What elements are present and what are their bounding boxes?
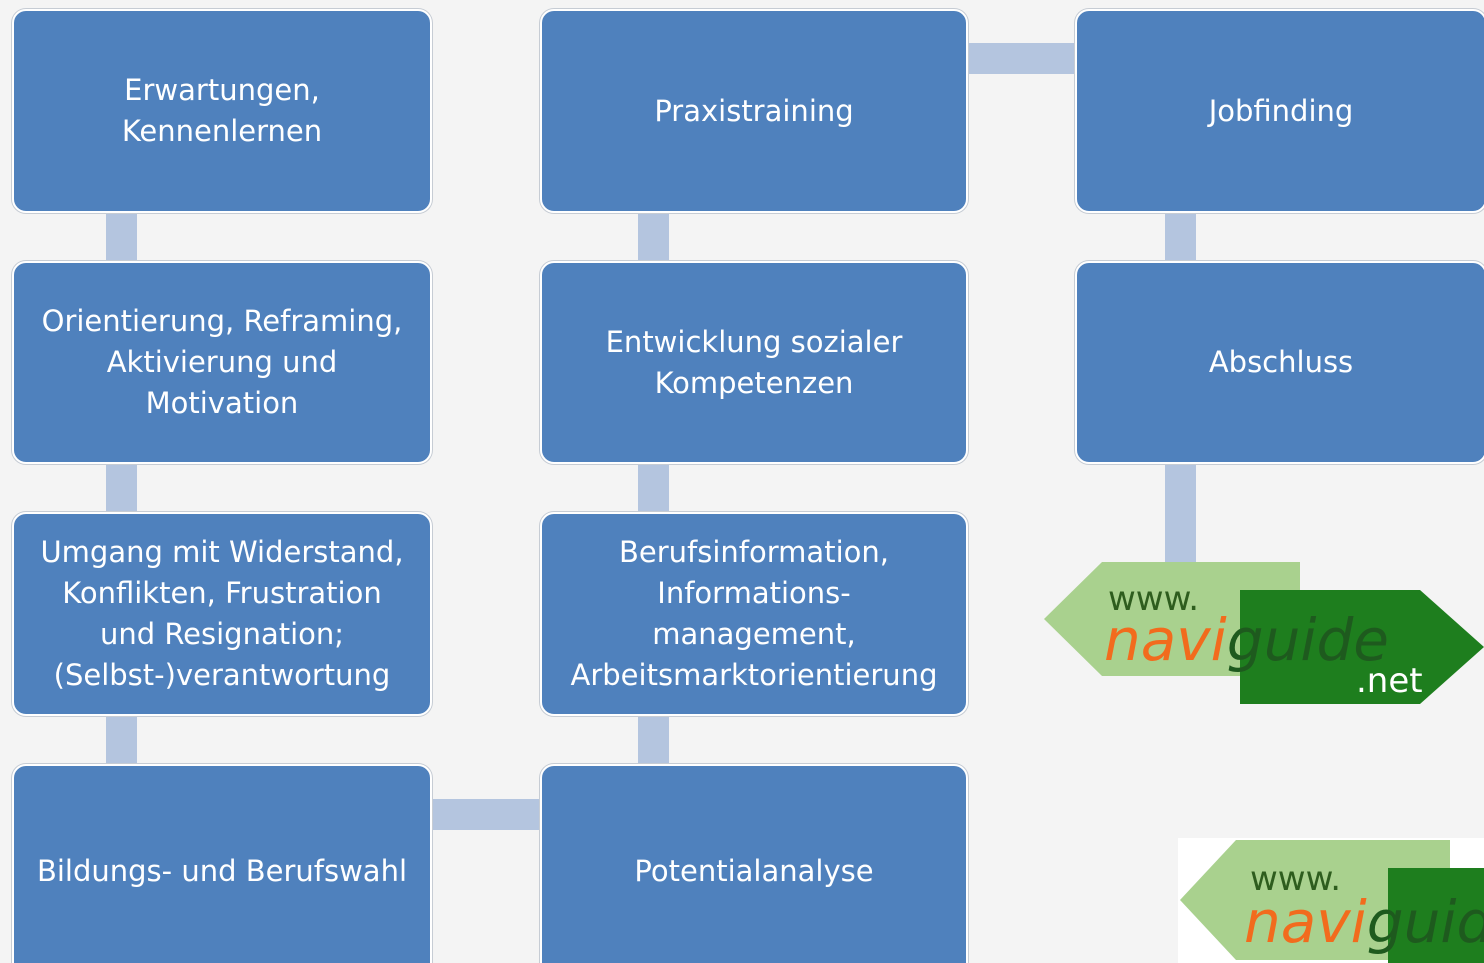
connector-bildung-potentialanalyse — [432, 799, 540, 830]
logo-net-text: .net — [1356, 661, 1423, 701]
connector-abschluss-logo — [1165, 464, 1196, 564]
logo-www-text: www. — [1108, 579, 1199, 619]
step-jobfinding-label: Jobfinding — [1208, 93, 1354, 128]
svg-text:naviguide: naviguide — [1244, 888, 1484, 956]
step-umgang-label: Umgang mit Widerstand, Konflikten, Frust… — [40, 535, 404, 692]
step-umgang: Umgang mit Widerstand, Konflikten, Frust… — [12, 512, 432, 716]
logo-guide-text: guide — [1227, 606, 1389, 674]
connector-erwartungen-orientierung — [106, 213, 137, 261]
connector-potentialanalyse-berufsinformation — [638, 716, 669, 764]
step-praxistraining-label: Praxistraining — [654, 93, 854, 128]
connector-entwicklung-praxistraining — [638, 213, 669, 261]
step-bildung: Bildungs- und Berufswahl — [12, 764, 432, 963]
step-orientierung: Orientierung, Reframing, Aktivierung und… — [12, 261, 432, 464]
step-praxistraining: Praxistraining — [540, 9, 968, 213]
step-berufsinformation: Berufsinformation, Informations- managem… — [540, 512, 968, 716]
naviguide-logo: www. naviguide .net — [1044, 562, 1484, 704]
step-berufsinformation-label: Berufsinformation, Informations- managem… — [570, 535, 938, 692]
step-erwartungen: Erwartungen, Kennenlernen — [12, 9, 432, 213]
step-entwicklung-label: Entwicklung sozialer Kompetenzen — [605, 324, 903, 400]
naviguide-logo-secondary: www. naviguide — [1178, 838, 1484, 963]
step-abschluss: Abschluss — [1075, 261, 1484, 464]
step-bildung-label: Bildungs- und Berufswahl — [36, 854, 408, 888]
logo-secondary-right-arrow — [1388, 868, 1484, 963]
step-jobfinding: Jobfinding — [1075, 9, 1484, 213]
step-erwartungen-label: Erwartungen, Kennenlernen — [121, 73, 323, 148]
connector-jobfinding-abschluss — [1165, 213, 1196, 261]
connector-orientierung-umgang — [106, 464, 137, 512]
step-potentialanalyse: Potentialanalyse — [540, 764, 968, 963]
step-potentialanalyse-label: Potentialanalyse — [634, 854, 874, 888]
logo-right-arrow — [1240, 590, 1484, 704]
svg-text:naviguide: naviguide — [1104, 606, 1389, 674]
logo-left-arrow — [1044, 562, 1300, 676]
connector-umgang-bildung — [106, 716, 137, 764]
step-abschluss-label: Abschluss — [1208, 345, 1354, 379]
connector-berufsinformation-entwicklung — [638, 464, 669, 512]
logo-navi-text: navi — [1104, 606, 1227, 674]
step-entwicklung: Entwicklung sozialer Kompetenzen — [540, 261, 968, 464]
logo-secondary-navi-text: navi — [1244, 888, 1367, 956]
connector-praxistraining-jobfinding — [968, 43, 1075, 74]
logo-secondary-guide-text: guide — [1367, 888, 1484, 956]
step-orientierung-label: Orientierung, Reframing, Aktivierung und… — [41, 304, 403, 420]
logo-secondary-www-text: www. — [1250, 859, 1341, 899]
logo-secondary-left-arrow — [1180, 840, 1450, 960]
